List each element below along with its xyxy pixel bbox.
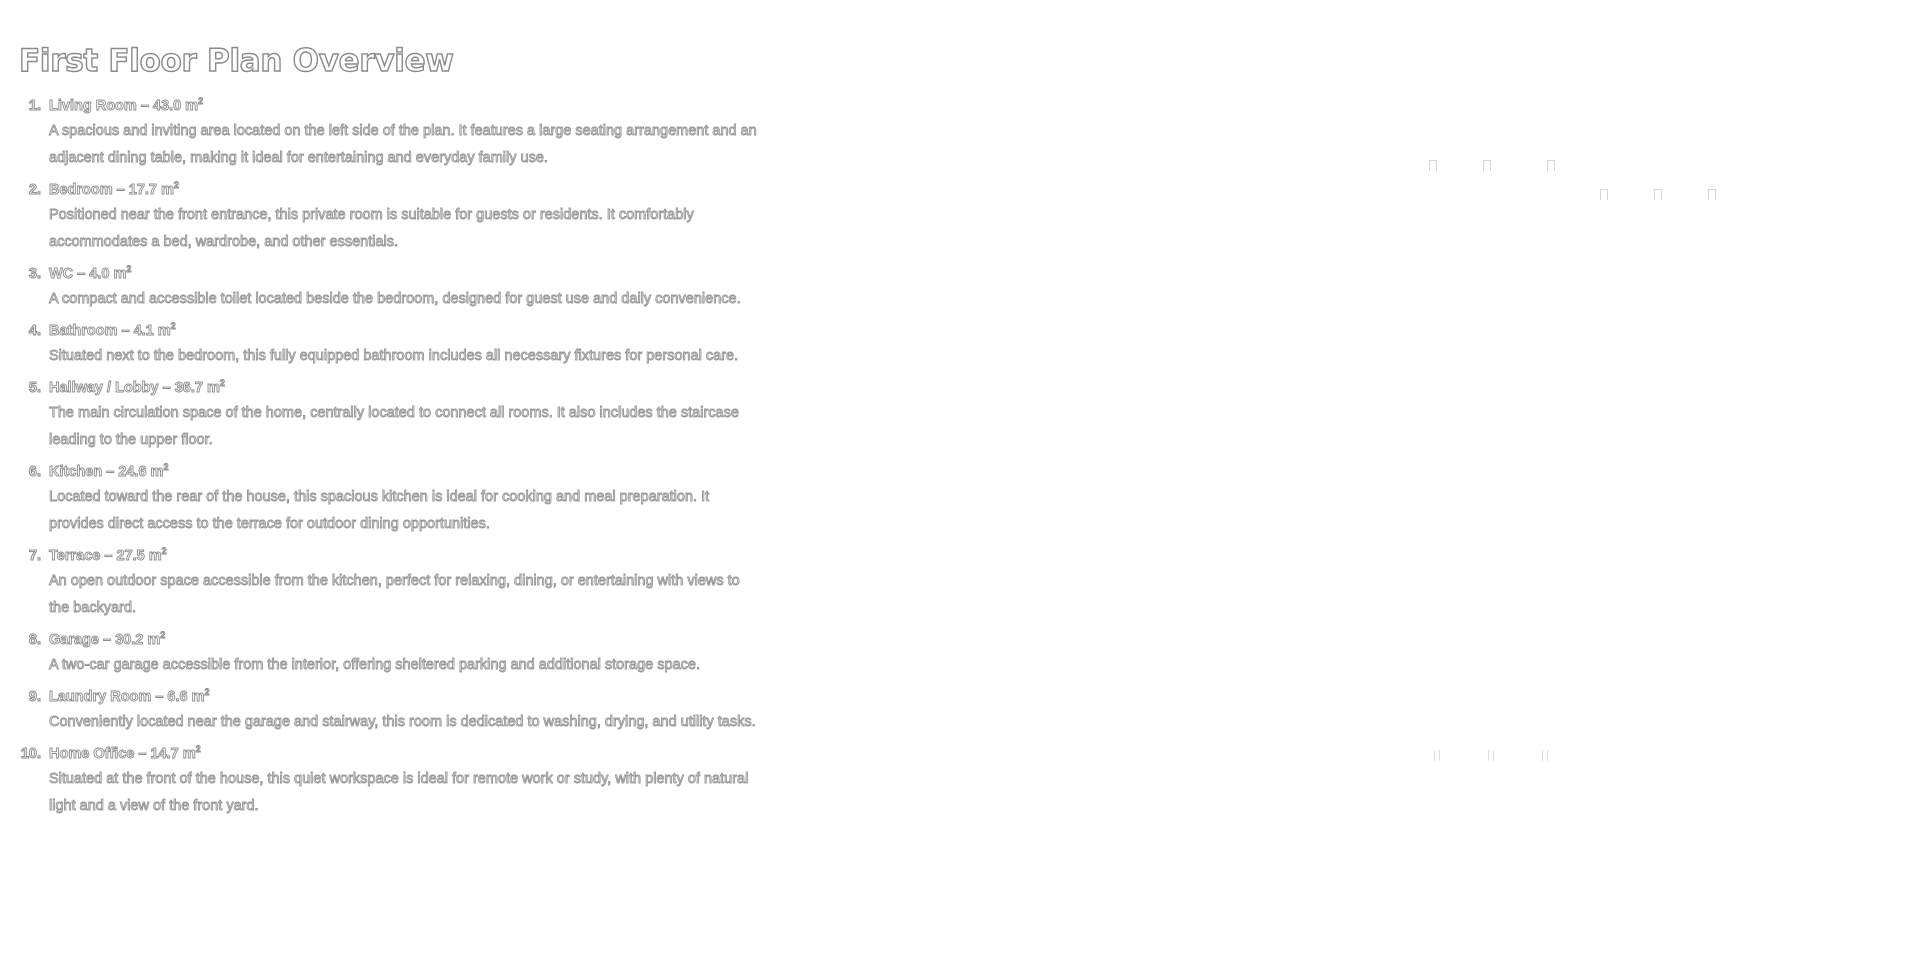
room-description: Situated at the front of the house, this… [49, 771, 749, 815]
room-description: A two-car garage accessible from the int… [49, 657, 701, 674]
unit-superscript: 2 [204, 687, 210, 698]
plan-fixture-mark [1488, 750, 1494, 761]
unit-superscript: 2 [163, 462, 169, 473]
list-item: 3. WC – 4.0 m2 A compact and accessible … [19, 262, 759, 313]
room-name: Kitchen – 24.6 m [49, 464, 164, 481]
list-item: 5. Hallway / Lobby – 36.7 m2 The main ci… [19, 376, 759, 454]
room-description: A spacious and inviting area located on … [49, 123, 758, 167]
list-number: 10. [20, 746, 41, 763]
list-number: 4. [28, 323, 41, 340]
room-heading: Kitchen – 24.6 m2 [49, 460, 759, 484]
room-description: The main circulation space of the home, … [49, 405, 740, 449]
room-description: Situated next to the bedroom, this fully… [49, 348, 739, 365]
unit-superscript: 2 [195, 744, 201, 755]
list-number: 3. [28, 266, 41, 283]
list-number: 9. [28, 689, 41, 706]
room-name: Hallway / Lobby – 36.7 m [49, 380, 221, 397]
unit-superscript: 2 [219, 378, 225, 389]
room-name: Living Room – 43.0 m [49, 98, 199, 115]
room-heading: Garage – 30.2 m2 [49, 628, 759, 652]
page-title: First Floor Plan Overview [18, 42, 454, 79]
list-item: 2. Bedroom – 17.7 m2 Positioned near the… [19, 178, 759, 256]
room-description: Positioned near the front entrance, this… [49, 207, 695, 251]
list-item: 4. Bathroom – 4.1 m2 Situated next to th… [19, 319, 759, 370]
plan-fixture-mark [1547, 160, 1555, 171]
list-number: 2. [28, 182, 41, 199]
unit-superscript: 2 [161, 546, 167, 557]
room-description: A compact and accessible toilet located … [49, 291, 742, 308]
list-item: 6. Kitchen – 24.6 m2 Located toward the … [19, 460, 759, 538]
unit-superscript: 2 [160, 630, 166, 641]
plan-fixture-mark [1654, 189, 1662, 200]
plan-fixture-mark [1483, 160, 1491, 171]
room-heading: WC – 4.0 m2 [49, 262, 759, 286]
document: First Floor Plan Overview 1. Living Room… [18, 40, 759, 826]
room-heading: Living Room – 43.0 m2 [49, 94, 759, 118]
room-heading: Laundry Room – 6.6 m2 [49, 685, 759, 709]
unit-superscript: 2 [173, 180, 179, 191]
room-name: Laundry Room – 6.6 m [49, 689, 205, 706]
list-number: 7. [28, 548, 41, 565]
plan-fixture-mark [1708, 189, 1716, 200]
floor-plan-image [1380, 150, 1800, 790]
list-number: 8. [28, 632, 41, 649]
list-item: 1. Living Room – 43.0 m2 A spacious and … [19, 94, 759, 172]
list-item: 8. Garage – 30.2 m2 A two-car garage acc… [19, 628, 759, 679]
room-name: WC – 4.0 m [49, 266, 127, 283]
list-item: 10. Home Office – 14.7 m2 Situated at th… [19, 742, 759, 820]
room-name: Home Office – 14.7 m [49, 746, 197, 763]
unit-superscript: 2 [126, 264, 132, 275]
plan-fixture-mark [1434, 750, 1440, 761]
plan-fixture-mark [1542, 750, 1548, 761]
list-item: 9. Laundry Room – 6.6 m2 Conveniently lo… [19, 685, 759, 736]
room-list: 1. Living Room – 43.0 m2 A spacious and … [19, 94, 759, 820]
room-description: Located toward the rear of the house, th… [49, 489, 710, 533]
room-heading: Bathroom – 4.1 m2 [49, 319, 759, 343]
room-heading: Home Office – 14.7 m2 [49, 742, 759, 766]
list-number: 1. [28, 98, 41, 115]
room-description: An open outdoor space accessible from th… [49, 573, 741, 617]
room-description: Conveniently located near the garage and… [49, 714, 756, 731]
unit-superscript: 2 [170, 321, 176, 332]
room-name: Garage – 30.2 m [49, 632, 161, 649]
room-name: Bathroom – 4.1 m [49, 323, 172, 340]
list-item: 7. Terrace – 27.5 m2 An open outdoor spa… [19, 544, 759, 622]
room-heading: Bedroom – 17.7 m2 [49, 178, 759, 202]
room-name: Terrace – 27.5 m [49, 548, 162, 565]
plan-fixture-mark [1429, 160, 1437, 171]
list-number: 5. [28, 380, 41, 397]
plan-fixture-mark [1600, 189, 1608, 200]
room-heading: Terrace – 27.5 m2 [49, 544, 759, 568]
room-name: Bedroom – 17.7 m [49, 182, 175, 199]
room-heading: Hallway / Lobby – 36.7 m2 [49, 376, 759, 400]
list-number: 6. [28, 464, 41, 481]
unit-superscript: 2 [198, 96, 204, 107]
